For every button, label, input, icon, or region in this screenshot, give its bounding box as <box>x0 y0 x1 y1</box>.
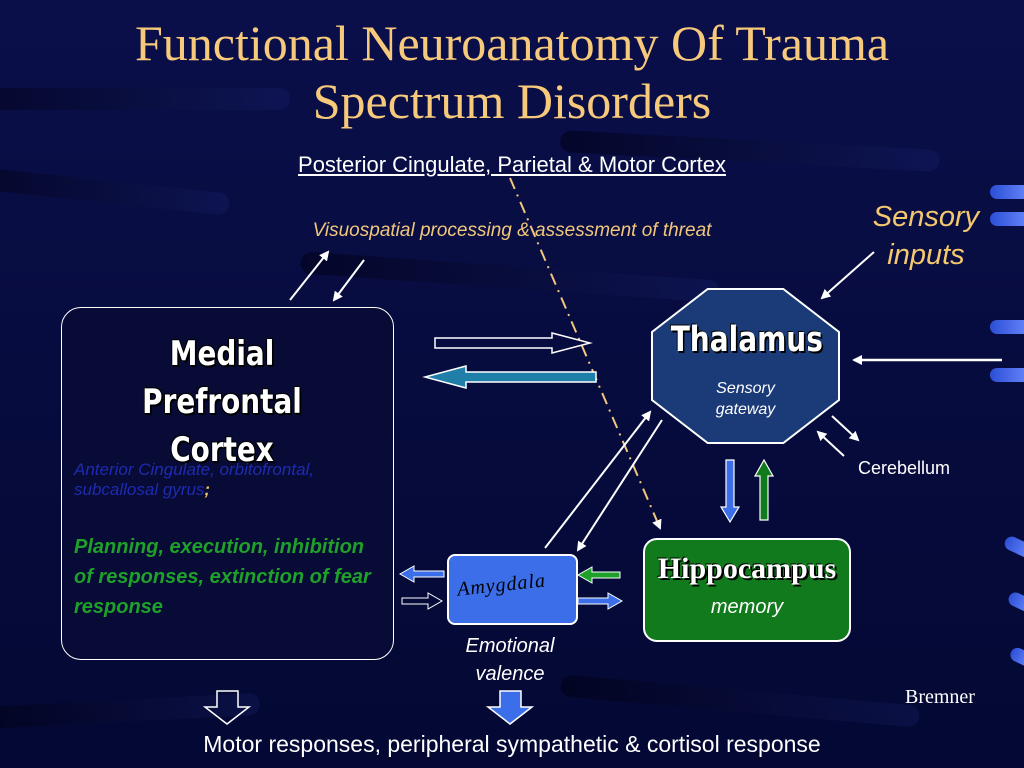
mpfc-subregions-text: Anterior Cingulate, orbitofrontal, subca… <box>74 460 315 499</box>
emotional-valence-line2: valence <box>475 663 545 685</box>
slide-title-line2: Spectrum Disorders <box>312 73 712 129</box>
thalamus-to-cerebellum-arrow <box>831 415 860 442</box>
mpfc-subregions: Anterior Cingulate, orbitofrontal, subca… <box>74 460 384 500</box>
amygdala-to-thalamus-arrow <box>544 410 652 549</box>
cerebellum-label: Cerebellum <box>858 458 951 478</box>
slide-title: Functional Neuroanatomy Of Trauma Spectr… <box>0 14 1024 130</box>
hippocampus-title: Hippocampus <box>657 552 837 585</box>
amygdala-to-hippocampus-block-arrow <box>577 592 624 610</box>
thalamus-title: Thalamus <box>670 320 823 360</box>
amygdala-box <box>447 554 578 625</box>
sensory-inputs-line2: inputs <box>887 239 965 271</box>
cortex-hippocampus-dashdot-line <box>509 177 662 530</box>
background-accent <box>990 368 1024 382</box>
hippocampus-to-amygdala-block-arrow <box>576 566 621 584</box>
emotional-valence-label: Emotional valence <box>440 632 580 688</box>
mpfc-title-line2: Cortex <box>170 430 274 470</box>
cortex-subtitle: Posterior Cingulate, Parietal & Motor Co… <box>298 152 726 177</box>
cortex-to-mpfc-arrow <box>332 259 365 302</box>
sensory-to-thalamus-arrow <box>820 251 875 300</box>
background-accent <box>990 212 1024 226</box>
sensory-inputs-label: Sensory inputs <box>846 198 1006 274</box>
background-stripe <box>0 88 290 110</box>
slide-title-line1: Functional Neuroanatomy Of Trauma <box>134 15 890 71</box>
mpfc-to-thalamus-block-arrow <box>434 332 593 354</box>
thalamus-border <box>651 288 840 444</box>
amygdala-to-mpfc-block-arrow <box>398 565 445 583</box>
cerebellum-to-thalamus-arrow <box>816 430 845 457</box>
thalamus-to-amygdala-arrow <box>576 419 663 552</box>
mpfc-title-line1: Medial Prefrontal <box>142 334 302 422</box>
mpfc-semicolon: ; <box>204 480 211 499</box>
output-responses-label: Motor responses, peripheral sympathetic … <box>203 731 821 757</box>
amygdala-output-down-arrow <box>485 690 535 725</box>
hippocampus-box <box>643 538 851 642</box>
mpfc-to-amygdala-block-arrow <box>401 592 444 610</box>
thalamus-octagon <box>652 289 839 443</box>
thalamus-to-hippocampus-block-arrow <box>719 459 741 524</box>
background-accent <box>990 185 1024 199</box>
visuospatial-label: Visuospatial processing & assessment of … <box>312 220 712 241</box>
mpfc-output-down-arrow <box>202 690 252 725</box>
sensory-inputs-line1: Sensory <box>872 201 980 233</box>
hippocampus-to-thalamus-block-arrow <box>753 458 775 521</box>
thalamus-sub-line1: Sensory <box>716 380 775 397</box>
thalamus-sub-line2: gateway <box>715 401 776 418</box>
mpfc-to-cortex-arrow <box>289 250 330 301</box>
mpfc-box: Medial Prefrontal Cortex Anterior Cingul… <box>61 307 394 660</box>
credit-label: Bremner <box>905 686 975 708</box>
thalamus-to-mpfc-block-arrow <box>422 365 597 389</box>
mpfc-functions: Planning, execution, inhibition of respo… <box>74 536 371 618</box>
mpfc-title: Medial Prefrontal Cortex <box>91 330 353 474</box>
thalamus-subtitle: Sensory gateway <box>652 378 839 420</box>
hippocampus-subtitle: memory <box>710 596 784 618</box>
emotional-valence-line1: Emotional <box>465 635 555 657</box>
background-accent <box>990 320 1024 334</box>
